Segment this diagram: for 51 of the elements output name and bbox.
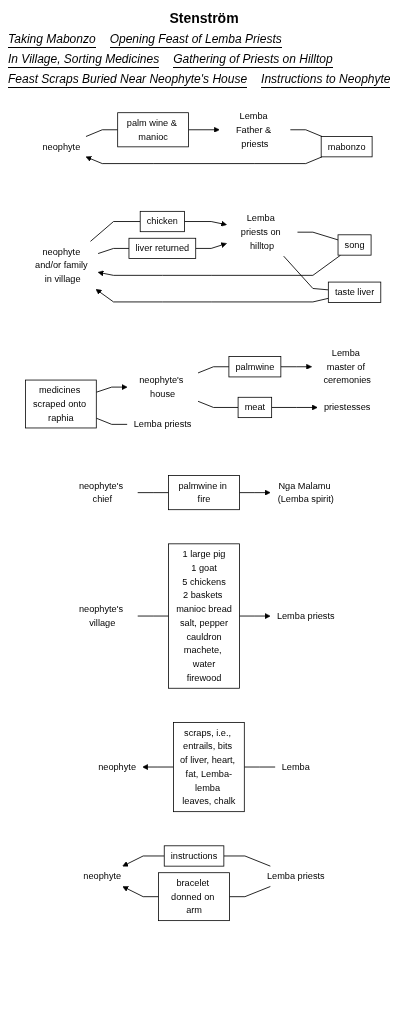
connector [289, 129, 323, 137]
connector [283, 255, 329, 291]
node-text: neophyte's village [78, 603, 124, 628]
node-box [139, 210, 185, 233]
node-box [237, 396, 273, 419]
section-heading: Opening Feast of Lemba Priests [109, 32, 282, 48]
node-box [168, 543, 240, 689]
node-box [327, 281, 382, 303]
connector [229, 886, 271, 898]
section-heading: In Village, Sorting Medicines [8, 52, 160, 68]
section-heading: Taking Mabonzo [8, 32, 96, 48]
connector [90, 221, 141, 242]
node-text: Lemba master of ceremonies [323, 347, 371, 386]
node-box [337, 234, 372, 256]
node-text: Lemba Father & priests [235, 110, 272, 149]
node-box [117, 112, 189, 148]
node-box [228, 356, 282, 378]
node-text: priestesses [323, 401, 371, 413]
connector [137, 492, 169, 494]
connector [137, 615, 169, 617]
node-text: neophyte [42, 141, 81, 152]
connector [85, 129, 119, 137]
connector [97, 248, 130, 254]
node-text: neophyte's chief [78, 480, 124, 505]
section-heading: Instructions to Neophyte [261, 72, 391, 88]
connector [297, 231, 339, 241]
node-box [173, 722, 245, 813]
node-text: neophyte's house [139, 374, 184, 399]
section-heading: Gathering of Priests on Hilltop [173, 52, 333, 68]
node-text: neophyte [98, 761, 136, 772]
node-box [25, 379, 97, 429]
node-text: Lemba [281, 761, 310, 772]
node-text: Nga Malamu (Lemba spirit) [277, 480, 334, 505]
node-text: Lemba priests on hilltop [240, 212, 281, 251]
node-box [158, 872, 230, 922]
node-text: Lemba priests [276, 610, 335, 621]
flow-diagram: neophyte Lemba priests instructions bracelet donned on arm neophyte Lemba scraps, i.e., entrails, bits of liver, heart, fat, Lemba-lemba leaves, chalk neophyte's village 1 large pig 1 goat 5 chickens 2 baskets manioc bread salt, pepper cauldron machete, water firewood Lemba priests neophyte's chief palmwine in fire Nga Malamu (Lemba spirit) neophyte's house palmwine Lemba master of ceremonies medicines scraped onto raphia Lemba priests meat priestesses neophyte and/or family in village chicken Lemba priests on hilltop song taste liver liver returned neophyte palm wine & manioc Lemba Father & priests mabonzo [8, 94, 400, 933]
connector [223, 855, 271, 867]
title: Stenström [168, 10, 240, 26]
node-box [168, 475, 240, 511]
connector [95, 417, 128, 425]
node-text: Lemba priests [133, 418, 192, 430]
node-text: neophyte [83, 870, 122, 882]
node-box [128, 237, 197, 259]
node-box [320, 136, 373, 158]
connector [197, 400, 239, 408]
section-heading: Feast Scraps Buried Near Neophyte's House [8, 72, 248, 88]
connector [197, 366, 230, 374]
node-text: Lemba priests [266, 870, 325, 882]
node-box [163, 845, 225, 867]
node-text: neophyte and/or family in village [35, 245, 88, 285]
